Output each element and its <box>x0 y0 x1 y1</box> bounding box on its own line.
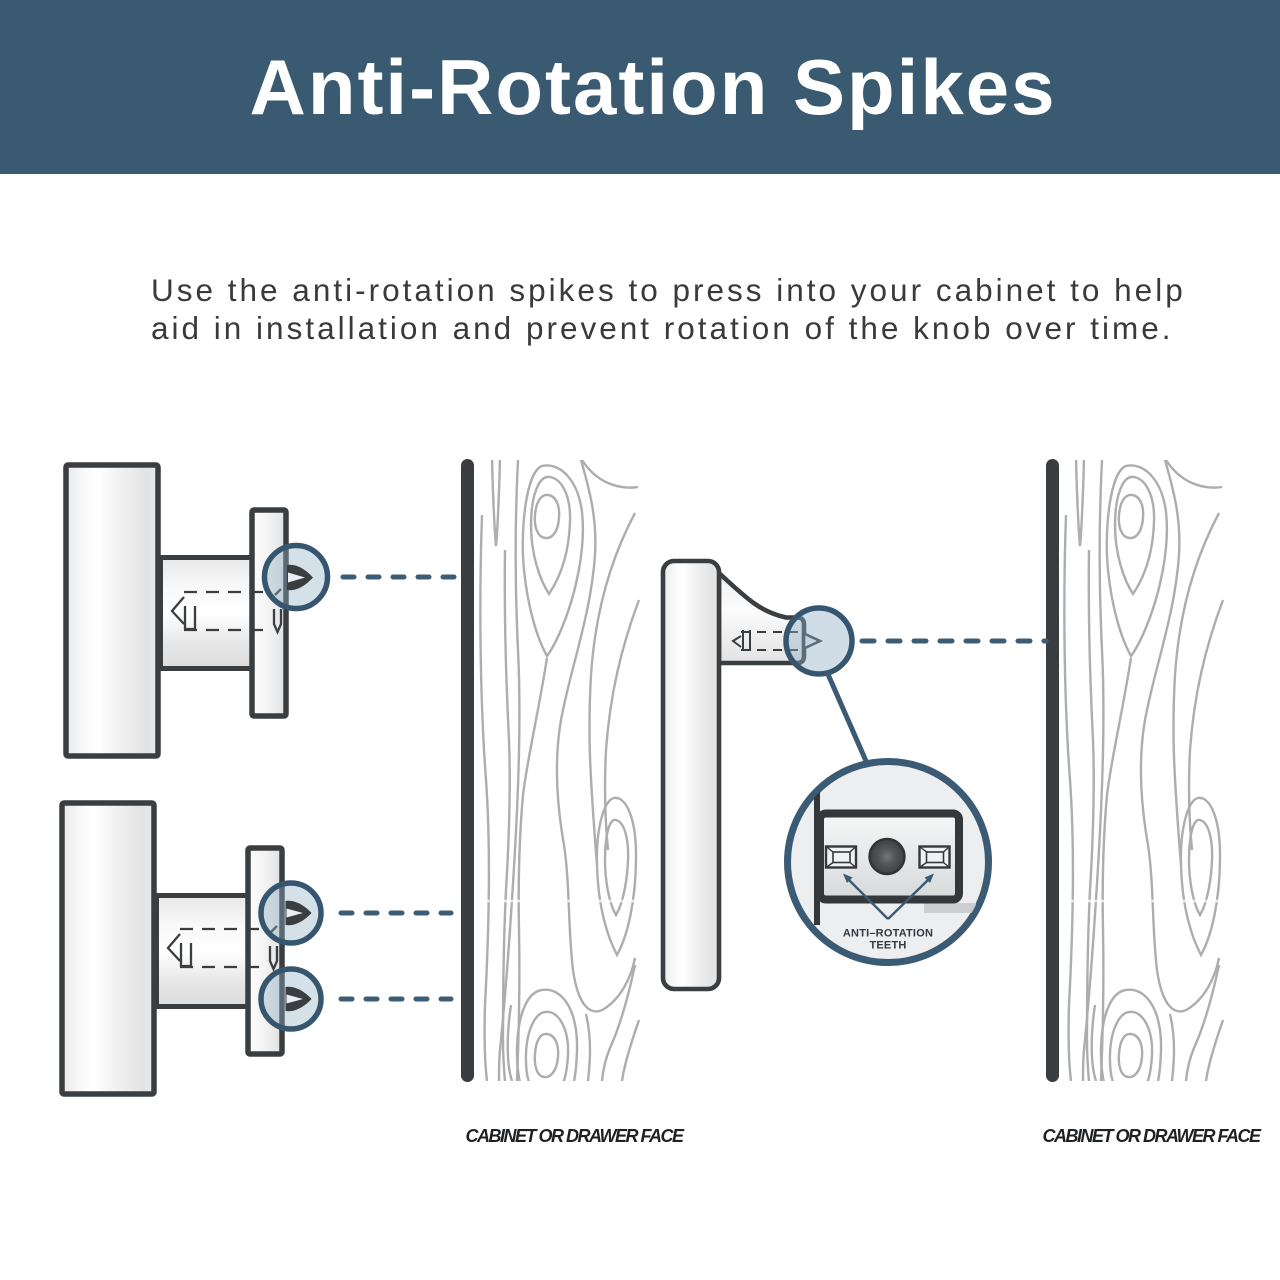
svg-text:ANTI–ROTATION: ANTI–ROTATION <box>843 928 933 940</box>
svg-text:TEETH: TEETH <box>869 940 906 952</box>
